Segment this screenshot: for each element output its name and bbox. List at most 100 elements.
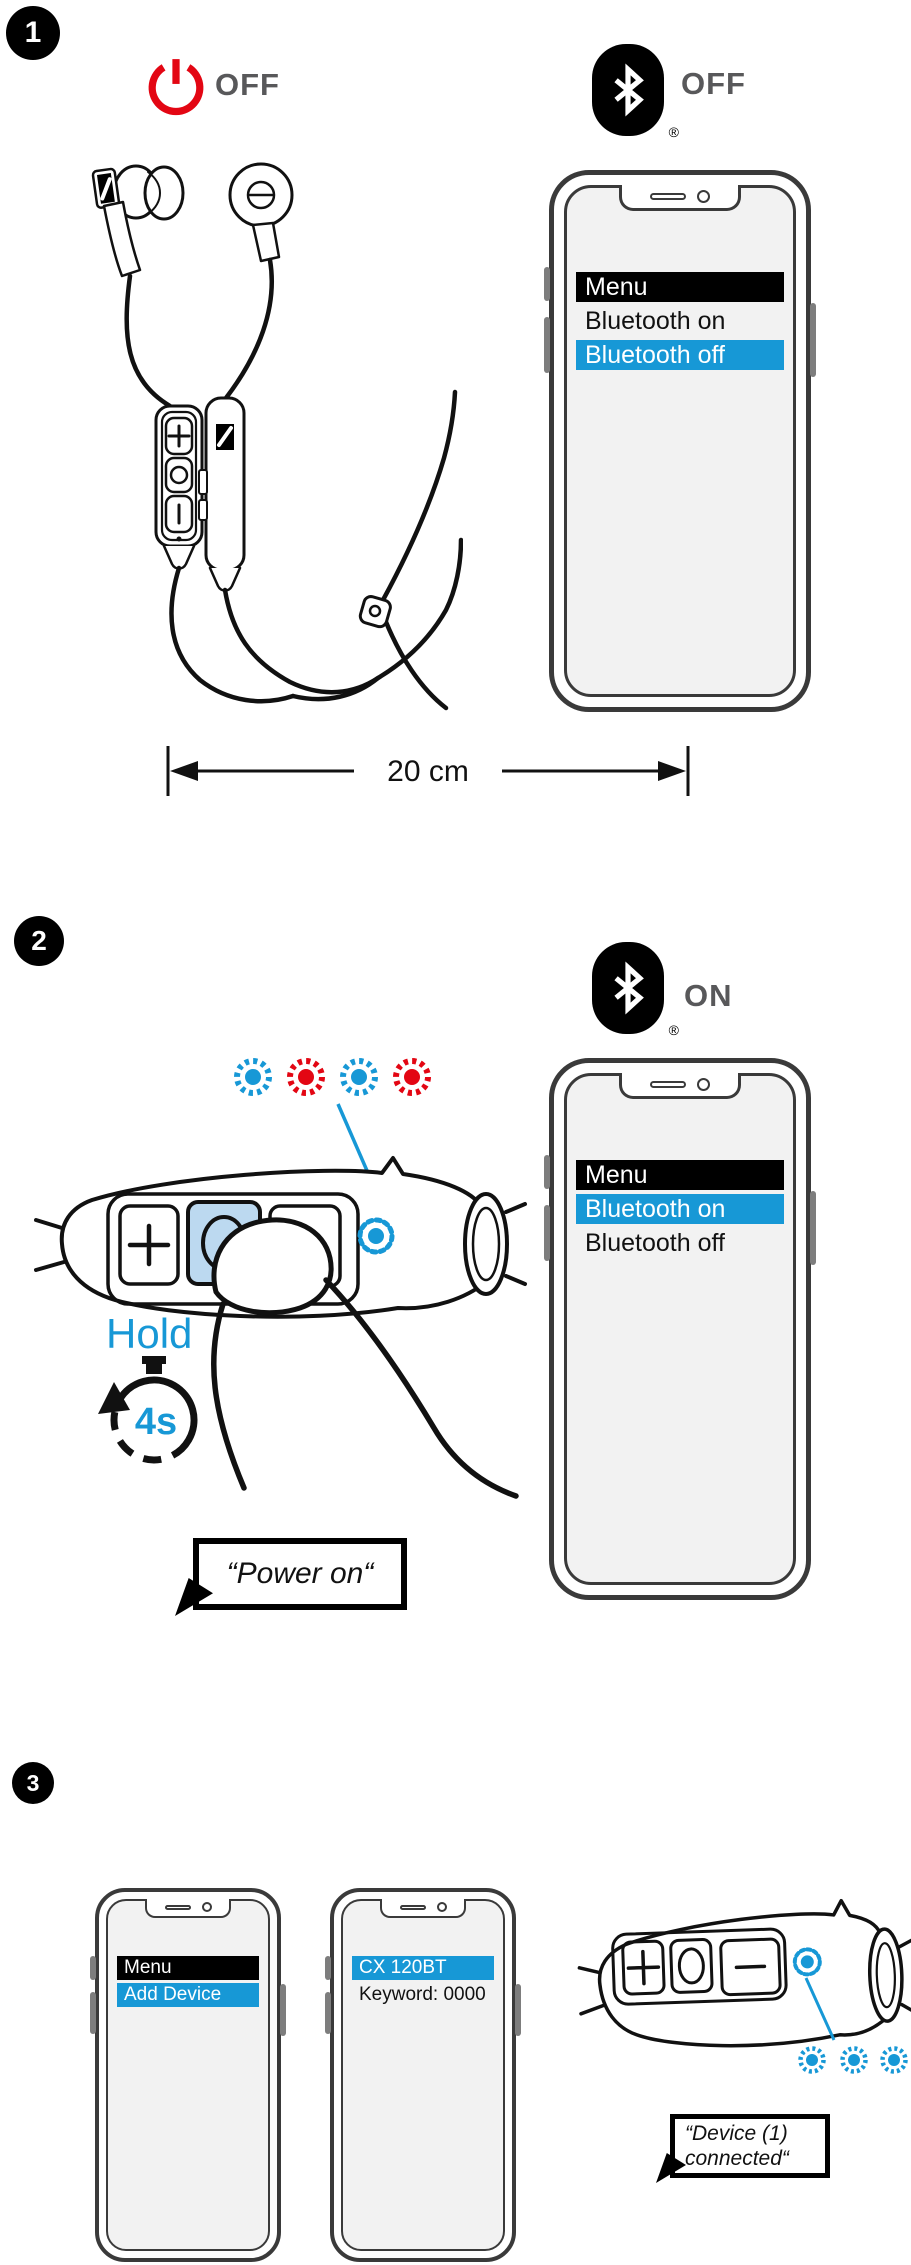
bluetooth-rune xyxy=(614,961,644,1015)
microphone-hole-icon xyxy=(176,536,182,542)
bluetooth-state-label-step2: ON xyxy=(684,978,733,1013)
voice-prompt-text-line1: “Device (1) xyxy=(685,2121,788,2145)
multifunction-button[interactable] xyxy=(164,456,194,494)
phone-side-button xyxy=(90,1992,96,2034)
phone-screen: Menu Add Device xyxy=(106,1898,270,2251)
phone-side-button xyxy=(325,1956,331,1980)
phone-side-button xyxy=(544,1155,550,1189)
speech-bubble-tail xyxy=(656,2153,686,2183)
device-list: CX 120BT Keyword: 0000 xyxy=(352,1956,494,2010)
led-flash-blue-icon xyxy=(234,1058,272,1096)
phone-screen: CX 120BT Keyword: 0000 xyxy=(341,1898,505,2251)
cable-illustration xyxy=(169,389,463,711)
power-state-label: OFF xyxy=(215,67,280,102)
bluetooth-icon: ® xyxy=(592,942,679,1038)
phone-screen: Menu Bluetooth on Bluetooth off xyxy=(564,185,796,697)
power-icon xyxy=(148,59,204,116)
volume-down-button[interactable] xyxy=(164,494,194,534)
distance-indicator: 20 cm xyxy=(166,746,690,796)
right-earbud-icon xyxy=(223,162,294,401)
camera-icon xyxy=(436,1902,447,1912)
left-earbud-icon xyxy=(91,164,185,409)
phone-side-button xyxy=(810,1191,816,1265)
camera-icon xyxy=(697,190,710,203)
registered-trademark: ® xyxy=(668,124,679,140)
led-flash-red-icon xyxy=(393,1058,431,1096)
phone-notch xyxy=(619,185,741,211)
phone-side-button xyxy=(544,1205,550,1261)
step-3-badge: 3 xyxy=(12,1762,54,1804)
bluetooth-icon: ® xyxy=(592,44,679,140)
arrow-up-icon xyxy=(98,1382,130,1414)
remote-illustration-step3 xyxy=(577,1898,911,2048)
camera-icon xyxy=(201,1902,212,1912)
speaker-slot-icon xyxy=(650,1081,686,1088)
menu-item-device-name[interactable]: CX 120BT xyxy=(352,1956,494,1980)
camera-icon xyxy=(697,1078,710,1091)
volume-up-button[interactable] xyxy=(164,416,194,456)
menu-item-bluetooth-off[interactable]: Bluetooth off xyxy=(576,340,784,370)
phone-side-button xyxy=(515,1984,521,2036)
phone-side-button xyxy=(544,317,550,373)
phone-notch xyxy=(145,1898,231,1918)
phone-side-button xyxy=(90,1956,96,1980)
led-flash-blue-icon xyxy=(880,2046,908,2074)
earphones-illustration xyxy=(91,162,463,711)
led-flash-blue-icon xyxy=(340,1058,378,1096)
speaker-slot-icon xyxy=(650,193,686,200)
step-1-badge: 1 xyxy=(6,6,60,60)
phone-step1: Menu Bluetooth on Bluetooth off xyxy=(544,170,816,712)
arrow-right-icon xyxy=(658,761,686,781)
stopwatch-icon: 4s xyxy=(98,1356,198,1464)
cable-slider-clip-icon xyxy=(358,595,392,629)
menu-item-bluetooth-on[interactable]: Bluetooth on xyxy=(585,306,726,335)
volume-up-button[interactable] xyxy=(621,1939,666,1996)
pointing-finger-illustration xyxy=(210,1217,519,1499)
menu-title: Menu xyxy=(576,1160,784,1190)
menu-item-bluetooth-off[interactable]: Bluetooth off xyxy=(585,1228,725,1257)
bluetooth-menu: Menu Bluetooth on Bluetooth off xyxy=(576,1160,784,1262)
voice-prompt-bubble: “Device (1) connected“ xyxy=(656,2114,830,2183)
callout-line xyxy=(804,1977,836,2041)
phone-notch xyxy=(619,1073,741,1099)
menu-item-add-device[interactable]: Add Device xyxy=(117,1983,259,2007)
phone-notch xyxy=(380,1898,466,1918)
menu-title: Menu xyxy=(576,272,784,302)
speaker-slot-icon xyxy=(399,1904,426,1910)
volume-down-button[interactable] xyxy=(719,1937,782,1997)
multifunction-button[interactable] xyxy=(669,1938,714,1994)
speech-bubble-tail xyxy=(175,1578,213,1616)
phone-screen: Menu Bluetooth on Bluetooth off xyxy=(564,1073,796,1585)
timer-duration-label: 4s xyxy=(135,1401,177,1443)
volume-up-button[interactable] xyxy=(118,1204,180,1286)
speaker-slot-icon xyxy=(164,1904,191,1910)
led-indicator-icon xyxy=(357,1217,395,1255)
phone-side-button xyxy=(544,267,550,301)
registered-trademark: ® xyxy=(668,1022,679,1038)
voice-prompt-text: “Power on“ xyxy=(226,1557,374,1590)
bluetooth-menu: Menu Bluetooth on Bluetooth off xyxy=(576,272,784,374)
phone-step2: Menu Bluetooth on Bluetooth off xyxy=(544,1058,816,1600)
inline-remote-vertical-illustration xyxy=(154,396,246,592)
led-flash-blue-icon xyxy=(798,2046,826,2074)
keyword-label: Keyword: 0000 xyxy=(359,1984,486,2005)
led-flash-red-icon xyxy=(287,1058,325,1096)
menu-item-bluetooth-on[interactable]: Bluetooth on xyxy=(576,1194,784,1224)
phone-step3-menu: Menu Add Device xyxy=(90,1888,286,2262)
distance-label: 20 cm xyxy=(387,755,469,788)
phone-step3-pairing: CX 120BT Keyword: 0000 xyxy=(325,1888,521,2262)
arrow-left-icon xyxy=(170,761,198,781)
led-flash-blue-icon xyxy=(840,2046,868,2074)
bluetooth-state-label-step1: OFF xyxy=(681,66,746,101)
remote-illustration-step2 xyxy=(34,1156,527,1499)
phone-side-button xyxy=(810,303,816,377)
bluetooth-rune xyxy=(614,63,644,117)
pairing-menu: Menu Add Device xyxy=(117,1956,259,2010)
voice-prompt-text-line2: connected“ xyxy=(685,2147,789,2170)
led-indicator-icon xyxy=(792,1947,822,1977)
phone-side-button xyxy=(280,1984,286,2036)
menu-title: Menu xyxy=(117,1956,259,1980)
step-2-badge: 2 xyxy=(14,916,64,966)
hold-label: Hold xyxy=(106,1310,193,1357)
